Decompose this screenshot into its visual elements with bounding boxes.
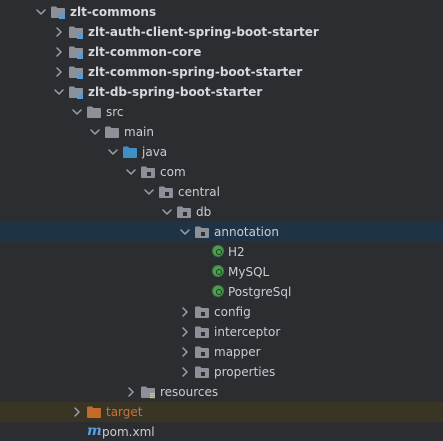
package-folder-icon — [194, 305, 210, 319]
resources-folder-icon — [140, 385, 156, 399]
tree-item-label: interceptor — [214, 325, 281, 339]
source-root-folder-icon — [122, 145, 138, 159]
chevron-down-icon[interactable] — [107, 146, 119, 158]
tree-row-central[interactable]: central — [0, 182, 443, 202]
tree-item-label: db — [196, 205, 212, 219]
package-folder-icon — [194, 345, 210, 359]
tree-row-src[interactable]: src — [0, 102, 443, 122]
tree-row-resources[interactable]: resources — [0, 382, 443, 402]
tree-row-config[interactable]: config — [0, 302, 443, 322]
tree-row-mysql[interactable]: MySQL — [0, 262, 443, 282]
module-folder-icon — [68, 45, 84, 59]
excluded-folder-icon — [86, 405, 102, 419]
chevron-right-icon[interactable] — [179, 346, 191, 358]
package-folder-icon — [140, 165, 156, 179]
tree-item-label: H2 — [228, 245, 245, 259]
tree-row-db[interactable]: db — [0, 202, 443, 222]
tree-row-postgresql[interactable]: PostgreSql — [0, 282, 443, 302]
chevron-down-icon[interactable] — [35, 6, 47, 18]
annotation-class-icon — [212, 245, 224, 257]
chevron-down-icon[interactable] — [179, 226, 191, 238]
package-folder-icon — [194, 225, 210, 239]
tree-item-label: annotation — [214, 225, 279, 239]
tree-item-label: config — [214, 305, 251, 319]
folder-icon — [104, 125, 120, 139]
tree-item-label: zlt-common-spring-boot-starter — [88, 65, 303, 79]
chevron-down-icon[interactable] — [125, 166, 137, 178]
tree-item-label: zlt-auth-client-spring-boot-starter — [88, 25, 319, 39]
tree-item-label: zlt-commons — [70, 5, 157, 19]
chevron-right-icon[interactable] — [179, 366, 191, 378]
tree-item-label: central — [178, 185, 220, 199]
tree-row-annotation[interactable]: annotation — [0, 222, 443, 242]
folder-icon — [86, 105, 102, 119]
package-folder-icon — [176, 205, 192, 219]
tree-row-main[interactable]: main — [0, 122, 443, 142]
chevron-right-icon[interactable] — [179, 306, 191, 318]
annotation-class-icon — [212, 285, 224, 297]
maven-file-icon: m — [87, 423, 102, 439]
tree-item-label: target — [106, 405, 143, 419]
tree-item-label: properties — [214, 365, 276, 379]
tree-row-zlt-auth-client-spring-boot-starter[interactable]: zlt-auth-client-spring-boot-starter — [0, 22, 443, 42]
chevron-down-icon[interactable] — [89, 126, 101, 138]
tree-row-zlt-common-spring-boot-starter[interactable]: zlt-common-spring-boot-starter — [0, 62, 443, 82]
tree-row-mapper[interactable]: mapper — [0, 342, 443, 362]
tree-item-label: mapper — [214, 345, 261, 359]
chevron-right-icon[interactable] — [179, 326, 191, 338]
module-folder-icon — [68, 25, 84, 39]
tree-row-zlt-db-spring-boot-starter[interactable]: zlt-db-spring-boot-starter — [0, 82, 443, 102]
chevron-right-icon[interactable] — [71, 406, 83, 418]
chevron-right-icon[interactable] — [53, 26, 65, 38]
tree-row-com[interactable]: com — [0, 162, 443, 182]
tree-row-target[interactable]: target — [0, 402, 443, 422]
tree-item-label: main — [124, 125, 154, 139]
annotation-class-icon — [212, 265, 224, 277]
tree-item-label: pom.xml — [102, 425, 155, 439]
tree-row-zlt-commons[interactable]: zlt-commons — [0, 2, 443, 22]
tree-item-label: zlt-db-spring-boot-starter — [88, 85, 263, 99]
package-folder-icon — [194, 325, 210, 339]
chevron-right-icon[interactable] — [53, 66, 65, 78]
tree-row-interceptor[interactable]: interceptor — [0, 322, 443, 342]
chevron-down-icon[interactable] — [53, 86, 65, 98]
module-folder-icon — [68, 65, 84, 79]
chevron-down-icon[interactable] — [143, 186, 155, 198]
chevron-right-icon[interactable] — [53, 46, 65, 58]
tree-item-label: java — [142, 145, 168, 159]
package-folder-icon — [194, 365, 210, 379]
tree-item-label: resources — [160, 385, 219, 399]
tree-item-label: zlt-common-core — [88, 45, 202, 59]
tree-item-label: PostgreSql — [228, 285, 292, 299]
tree-item-label: com — [160, 165, 186, 179]
package-folder-icon — [158, 185, 174, 199]
tree-row-zlt-common-core[interactable]: zlt-common-core — [0, 42, 443, 62]
chevron-down-icon[interactable] — [161, 206, 173, 218]
tree-item-label: src — [106, 105, 124, 119]
tree-row-java[interactable]: java — [0, 142, 443, 162]
module-folder-icon — [50, 5, 66, 19]
chevron-right-icon[interactable] — [125, 386, 137, 398]
tree-row-h2[interactable]: H2 — [0, 242, 443, 262]
module-folder-icon — [68, 85, 84, 99]
tree-row-properties[interactable]: properties — [0, 362, 443, 382]
tree-item-label: MySQL — [228, 265, 270, 279]
chevron-down-icon[interactable] — [71, 106, 83, 118]
